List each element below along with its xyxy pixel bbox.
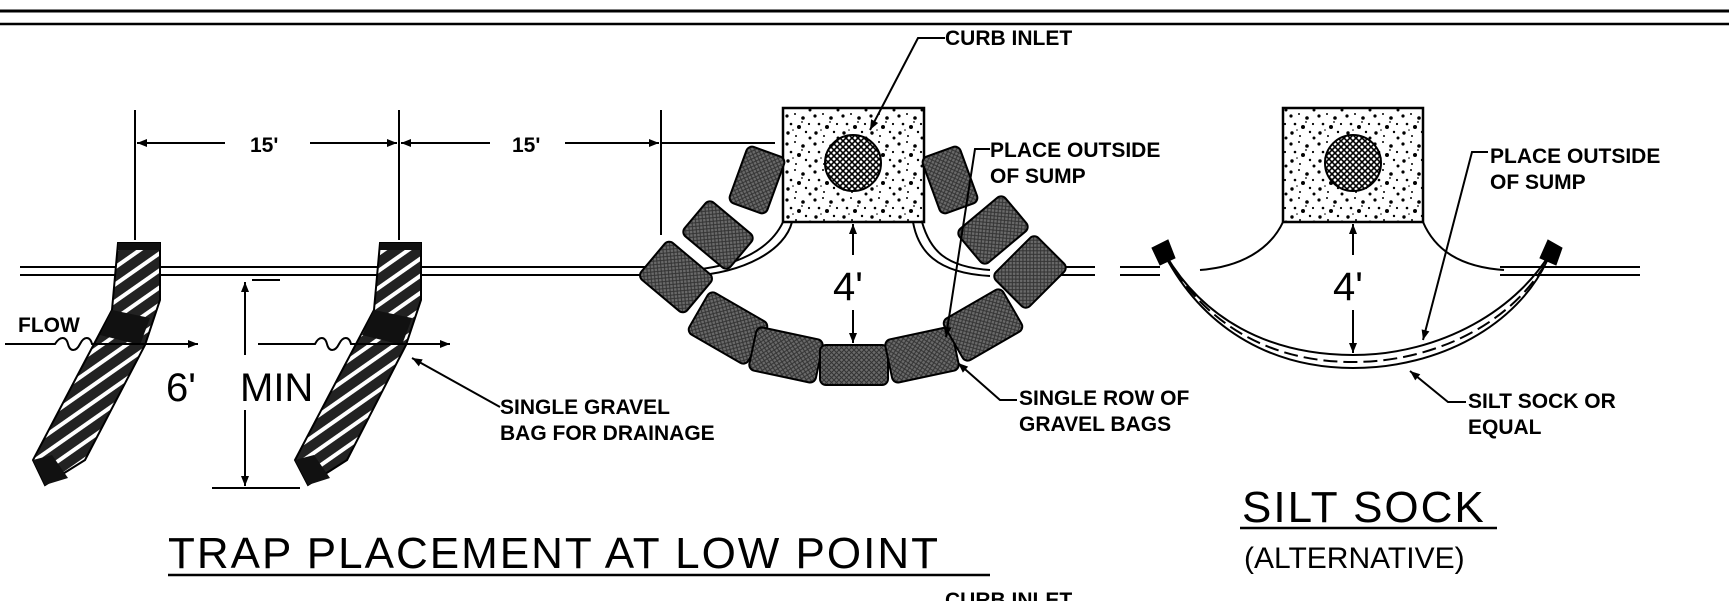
label-place-outside-2a: PLACE OUTSIDE [1490, 145, 1660, 168]
dimension-label-15ft-1: 15' [250, 134, 278, 157]
title-silt-sock: SILT SOCK [1242, 483, 1486, 532]
label-curb-inlet-bottom: CURB INLET [945, 589, 1072, 601]
inlet-grate-1 [824, 134, 882, 192]
label-place-outside-1a: PLACE OUTSIDE [990, 139, 1160, 162]
leader-curb-inlet [869, 37, 945, 131]
label-single-gravel-2: BAG FOR DRAINAGE [500, 422, 715, 445]
leader-place-outside-1 [943, 148, 990, 338]
dimension-label-4ft-2: 4' [1333, 265, 1363, 309]
dimension-label-15ft-2: 15' [512, 134, 540, 157]
leader-place-outside-2 [1421, 151, 1488, 341]
leader-silt-sock [1409, 370, 1466, 403]
title-trap-placement: TRAP PLACEMENT AT LOW POINT [168, 529, 940, 578]
label-silt-sock-1: SILT SOCK OR [1468, 390, 1616, 413]
label-curb-inlet-top: CURB INLET [945, 27, 1072, 50]
label-single-row-2: GRAVEL BAGS [1019, 413, 1171, 436]
label-silt-sock-2: EQUAL [1468, 416, 1542, 439]
gravel-bag-berm-1 [31, 242, 161, 487]
gravel-bag-berm-2 [293, 242, 422, 487]
label-place-outside-2b: OF SUMP [1490, 171, 1586, 194]
extension-lines [134, 110, 775, 240]
gravel-bag-row [639, 145, 1067, 386]
label-single-gravel-1: SINGLE GRAVEL [500, 396, 670, 419]
dimension-label-min: MIN [240, 366, 313, 410]
silt-sock [1151, 239, 1563, 370]
subtitle-alternative: (ALTERNATIVE) [1244, 542, 1465, 575]
dimension-label-6ft: 6' [166, 366, 196, 410]
flow-label: FLOW [18, 314, 80, 337]
leader-single-row [957, 362, 1017, 401]
dimension-6ft-min [212, 279, 300, 489]
flow-arrow-1 [5, 337, 198, 351]
leader-single-gravel [411, 357, 501, 408]
dimension-label-4ft-1: 4' [833, 265, 863, 309]
label-single-row-1: SINGLE ROW OF [1019, 387, 1190, 410]
label-place-outside-1b: OF SUMP [990, 165, 1086, 188]
inlet-grate-2 [1324, 134, 1382, 192]
curb-lines-right [1120, 221, 1640, 276]
flow-arrow-2 [258, 337, 450, 351]
